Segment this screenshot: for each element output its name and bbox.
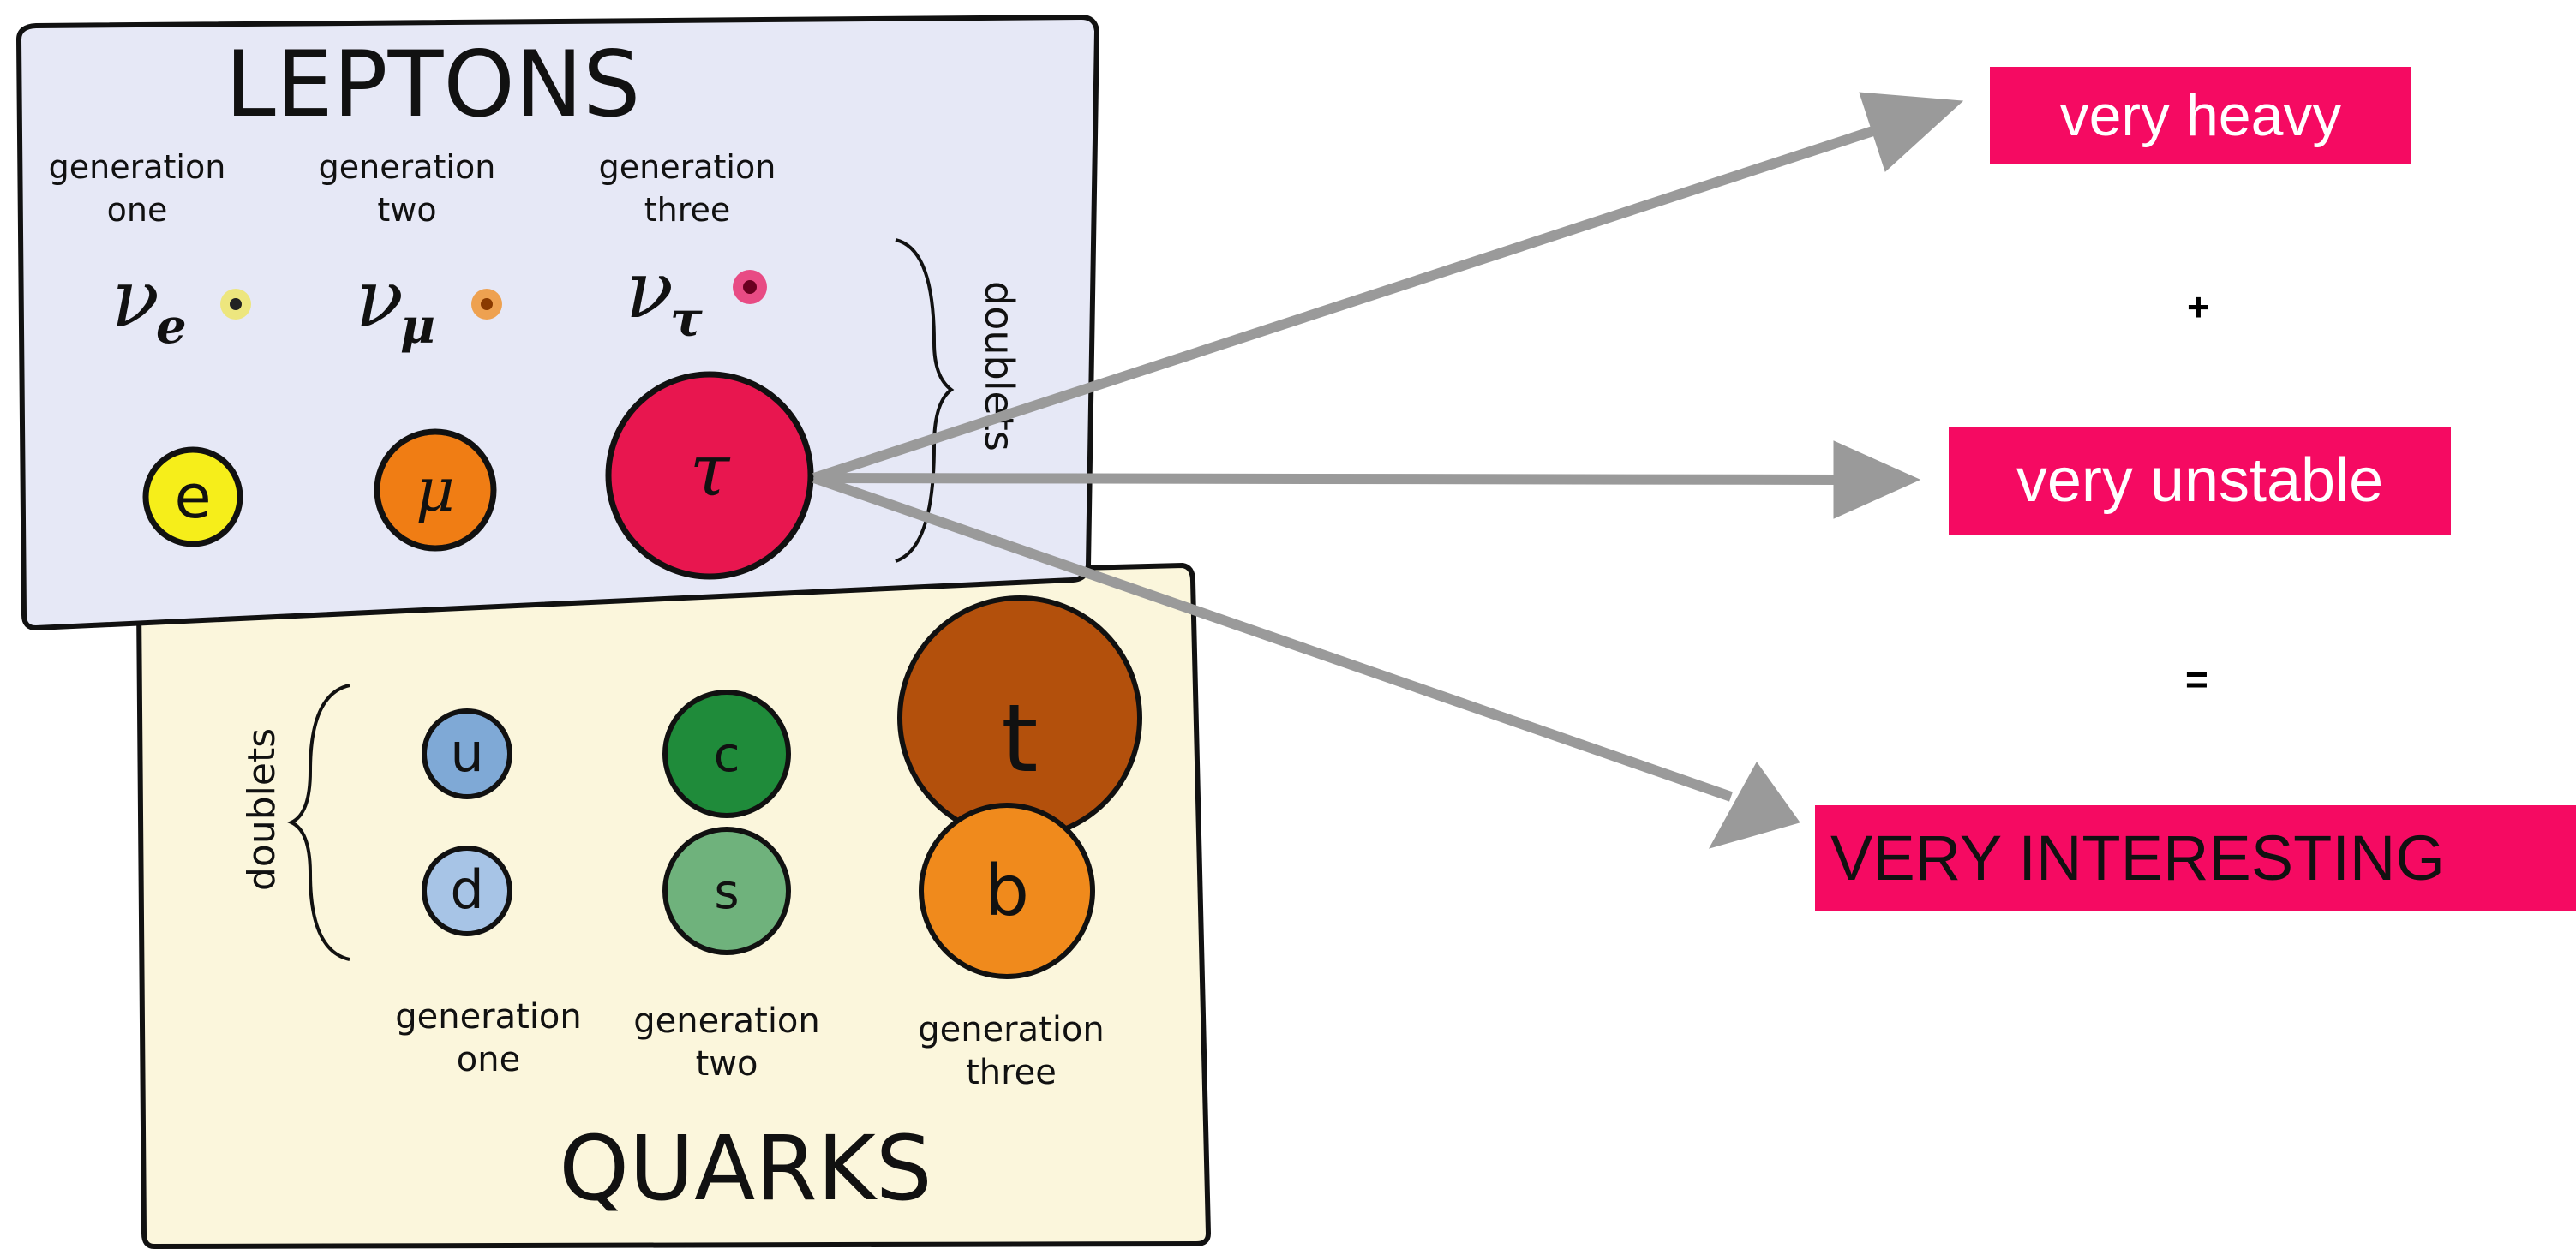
quarks-doublets-label: doublets	[240, 728, 284, 891]
quarks-gen3-line2: three	[966, 1053, 1057, 1092]
plus-sign: +	[2187, 284, 2210, 329]
quark-b: b	[919, 803, 1095, 979]
lepton-tau-symbol: τ	[690, 428, 731, 512]
quark-c: c	[662, 690, 791, 818]
quark-t-symbol: t	[1001, 684, 1038, 793]
very-interesting-label: VERY INTERESTING	[1815, 805, 2576, 911]
quarks-title: QUARKS	[559, 1116, 932, 1221]
leptons-gen2-line1: generation	[319, 148, 496, 186]
arrow-to-interesting-shaft	[812, 473, 1733, 802]
quark-b-symbol: b	[985, 851, 1029, 932]
quarks-gen2-line1: generation	[633, 1001, 820, 1041]
neutrino-muon: ν μ	[356, 253, 502, 355]
quark-s-symbol: s	[714, 864, 739, 920]
neutrino-e-subscript: e	[156, 298, 187, 355]
lepton-tau: τ	[605, 371, 814, 580]
quarks-gen2-line2: two	[696, 1044, 758, 1084]
leptons-title: LEPTONS	[225, 32, 641, 137]
neutrino-electron: ν e	[111, 253, 251, 355]
lepton-muon: μ	[374, 428, 497, 552]
neutrino-tau: ν τ	[626, 244, 767, 348]
quark-u: u	[422, 708, 512, 799]
equals-sign: =	[2185, 657, 2208, 702]
neutrino-tau-subscript: τ	[670, 291, 703, 348]
arrows	[812, 92, 1964, 849]
quark-s: s	[662, 827, 791, 955]
arrow-to-heavy-head	[1859, 92, 1964, 172]
arrow-to-interesting-head	[1708, 762, 1800, 849]
quarks-gen1-line1: generation	[395, 997, 582, 1037]
neutrino-tau-symbol: ν	[626, 244, 674, 336]
quarks-doublets-brace	[287, 684, 350, 961]
lepton-electron: e	[142, 446, 243, 547]
leptons-gen1-line2: one	[107, 191, 168, 229]
arrow-to-unstable-shaft	[813, 473, 1843, 485]
leptons-gen2-line2: two	[377, 191, 436, 229]
quark-d-symbol: d	[450, 858, 483, 921]
neutrino-mu-symbol: ν	[356, 253, 404, 344]
very-unstable-label: very unstable	[1949, 427, 2451, 535]
neutrino-mu-subscript: μ	[400, 298, 435, 355]
quark-t: t	[897, 595, 1142, 840]
very-heavy-label: very heavy	[1990, 67, 2411, 164]
quark-c-symbol: c	[714, 727, 740, 783]
arrow-to-heavy-shaft	[812, 119, 1896, 483]
quark-u-symbol: u	[450, 721, 483, 784]
quark-d: d	[422, 846, 512, 936]
leptons-gen1-line1: generation	[49, 148, 226, 186]
neutrino-e-symbol: ν	[111, 253, 159, 344]
lepton-e-symbol: e	[174, 462, 211, 532]
quarks-gen1-line2: one	[457, 1040, 520, 1079]
leptons-gen3-line1: generation	[599, 148, 776, 186]
arrow-to-unstable-head	[1833, 440, 1921, 519]
quarks-panel: doublets u c t d s b generation one	[135, 562, 1212, 1249]
quarks-gen3-line1: generation	[918, 1010, 1105, 1049]
leptons-gen3-line2: three	[644, 191, 731, 229]
leptons-panel: LEPTONS generation one generation two ge…	[15, 14, 1100, 631]
lepton-mu-symbol: μ	[416, 455, 455, 525]
